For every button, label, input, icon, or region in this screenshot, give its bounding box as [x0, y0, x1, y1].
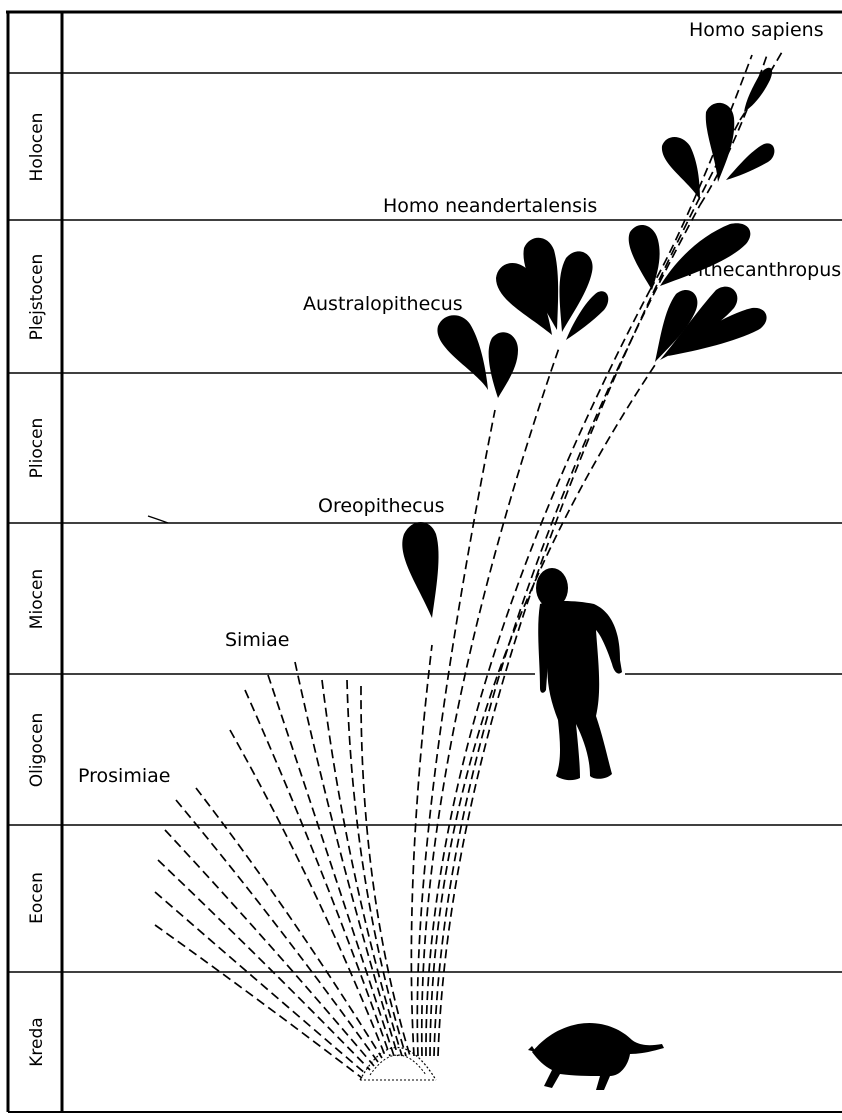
stray-mark: [148, 516, 168, 523]
homo-sapiens-leaf: [744, 68, 772, 112]
epoch-label-eocen: Eocen: [27, 872, 47, 924]
label-homo-sapiens: Homo sapiens: [689, 19, 824, 41]
epoch-label-holocen: Holocen: [27, 113, 47, 182]
label-australopithecus: Australopithecus: [303, 293, 463, 315]
label-pithecanthropus: Pithecanthropus: [687, 259, 841, 281]
label-prosimiae: Prosimiae: [78, 765, 170, 787]
label-oreopithecus: Oreopithecus: [318, 495, 445, 517]
label-homo-neandertalensis: Homo neandertalensis: [383, 195, 597, 217]
shrew-silhouette-icon: [528, 1023, 664, 1090]
oreopithecus-leaf: [402, 522, 438, 618]
epoch-labels: Holocen Plejstocen Pliocen Miocen Oligoc…: [27, 113, 47, 1067]
epoch-label-miocen: Miocen: [27, 569, 47, 629]
epoch-label-pliocen: Pliocen: [27, 418, 47, 479]
epoch-label-kreda: Kreda: [27, 1017, 47, 1066]
label-simiae: Simiae: [225, 629, 289, 651]
simiae-branches: [230, 662, 410, 1058]
epoch-label-oligocen: Oligocen: [27, 713, 47, 788]
epoch-label-plejstocen: Plejstocen: [27, 254, 47, 341]
ape-silhouette-icon: [536, 568, 622, 780]
radiation-leaves: [402, 68, 774, 618]
prosimiae-branches: [155, 788, 382, 1078]
